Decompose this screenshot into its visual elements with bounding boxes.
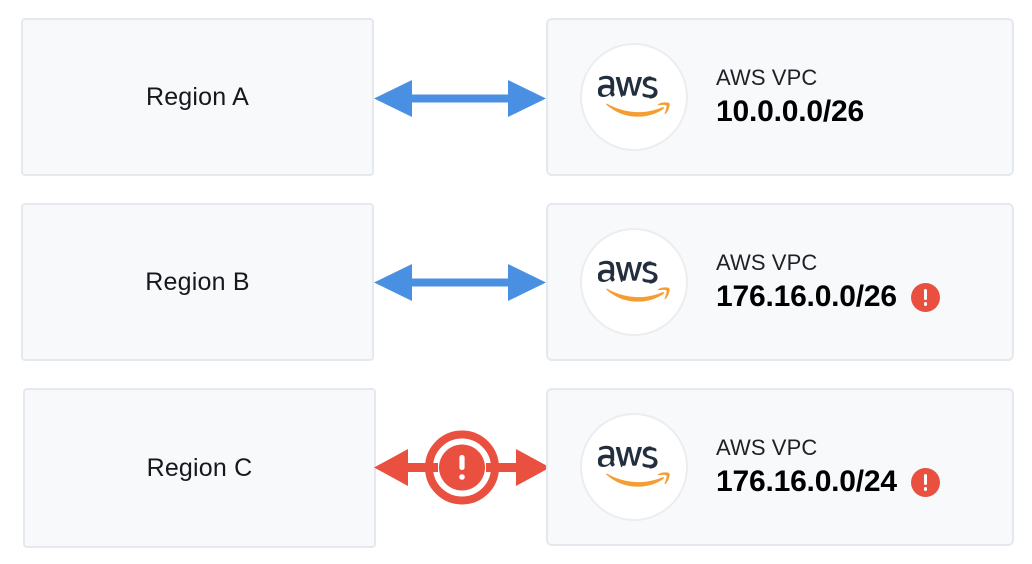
region-label: Region B	[145, 267, 250, 296]
vpc-title: AWS VPC	[716, 64, 818, 90]
vpc-card[interactable]: AWS VPC 176.16.0.0/26	[546, 203, 1014, 361]
vpc-text-block: AWS VPC 176.16.0.0/26	[716, 250, 940, 314]
bidirectional-arrow-ok	[372, 258, 548, 308]
aws-logo-icon	[580, 228, 688, 336]
vpc-title: AWS VPC	[716, 434, 818, 460]
vpc-title: AWS VPC	[716, 249, 818, 275]
vpc-cidr-line: 176.16.0.0/26	[716, 279, 940, 314]
region-box[interactable]: Region A	[21, 18, 374, 176]
vpc-cidr-line: 176.16.0.0/24	[716, 464, 940, 499]
vpc-cidr-value: 176.16.0.0/24	[716, 464, 897, 498]
region-box[interactable]: Region C	[23, 388, 376, 548]
aws-logo-icon	[580, 413, 688, 521]
vpc-cidr-line: 10.0.0.0/26	[716, 94, 864, 129]
vpc-text-block: AWS VPC 10.0.0.0/26	[716, 65, 864, 129]
vpc-card[interactable]: AWS VPC 176.16.0.0/24	[546, 388, 1014, 546]
alert-icon	[910, 282, 940, 312]
vpc-text-block: AWS VPC 176.16.0.0/24	[716, 435, 940, 499]
bidirectional-arrow-ok	[372, 74, 548, 124]
alert-icon	[910, 467, 940, 497]
vpc-cidr-value: 176.16.0.0/26	[716, 279, 897, 313]
vpc-cidr-value: 10.0.0.0/26	[716, 94, 864, 128]
region-label: Region C	[146, 453, 253, 482]
region-box[interactable]: Region B	[21, 203, 374, 361]
region-label: Region A	[145, 82, 250, 111]
vpc-card[interactable]: AWS VPC 10.0.0.0/26	[546, 18, 1014, 176]
aws-logo-icon	[580, 43, 688, 151]
bidirectional-arrow-error	[372, 426, 552, 510]
